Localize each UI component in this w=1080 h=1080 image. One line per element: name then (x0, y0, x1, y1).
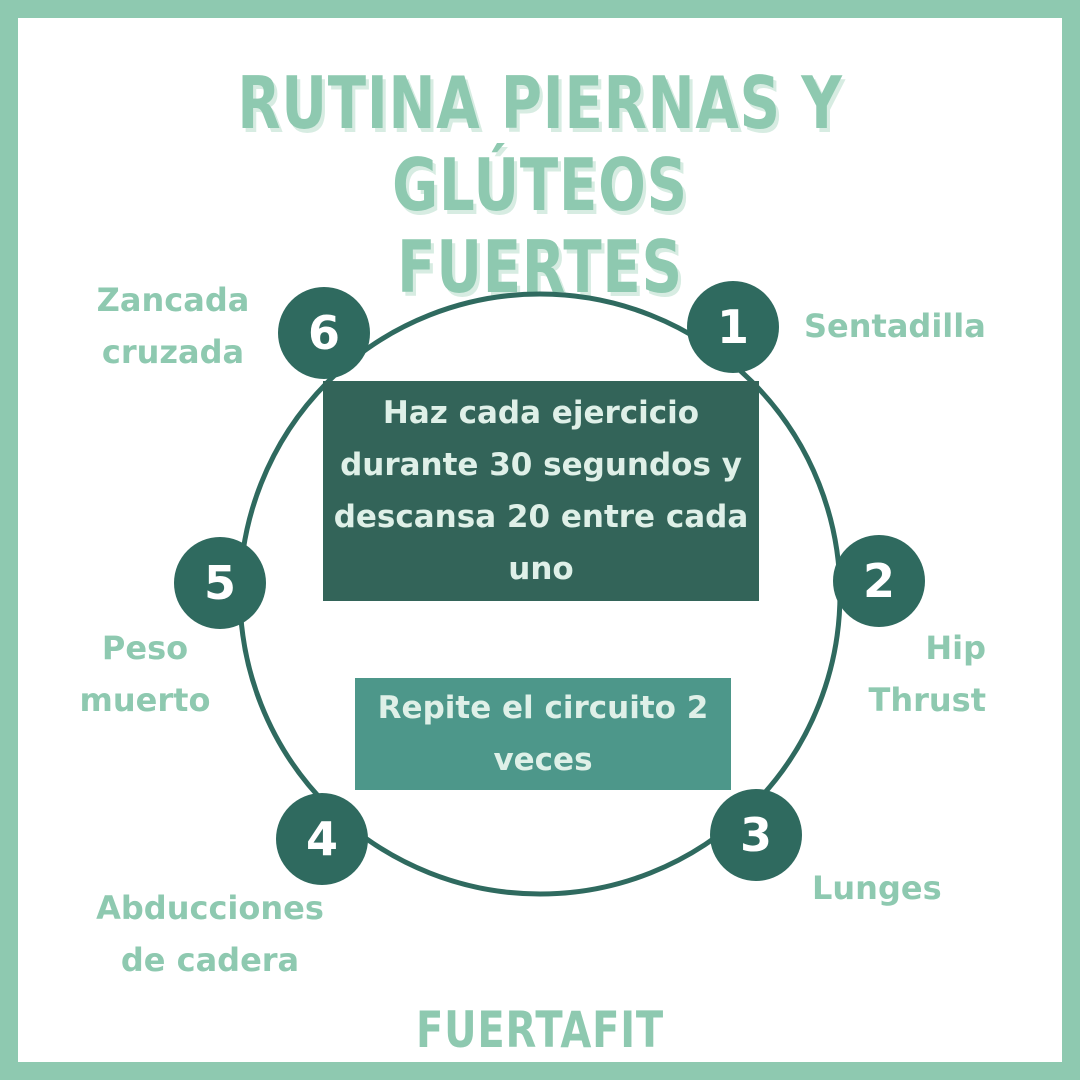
step-5-label-line-2: muerto (79, 681, 211, 719)
step-4-label-line-1: Abducciones (96, 889, 324, 927)
step-2-label-line-2: Thrust (868, 681, 986, 719)
step-6-label-line-1: Zancada (96, 281, 250, 319)
step-5-label: Peso muerto (60, 622, 230, 726)
step-4-number: 4 (305, 812, 338, 866)
step-2-badge: 2 (833, 535, 925, 627)
step-2-label-line-1: Hip (925, 629, 986, 667)
instruction-box: Haz cada ejercicio durante 30 segundos y… (323, 381, 759, 601)
step-4-label-line-2: de cadera (120, 941, 300, 979)
step-6-number: 6 (307, 306, 340, 360)
step-3-number: 3 (739, 808, 772, 862)
step-6-label: Zancada cruzada (78, 274, 268, 378)
repeat-box: Repite el circuito 2 veces (355, 678, 731, 790)
step-5-number: 5 (203, 556, 236, 610)
step-1-number: 1 (716, 300, 749, 354)
brand-logo-text: FUERTAFIT (416, 1001, 664, 1059)
step-5-badge: 5 (174, 537, 266, 629)
step-3-label: Lunges (812, 862, 942, 914)
step-3-badge: 3 (710, 789, 802, 881)
repeat-text: Repite el circuito 2 veces (377, 690, 709, 778)
step-6-label-line-2: cruzada (101, 333, 245, 371)
title-line-1: RUTINA PIERNAS Y GLÚTEOS (237, 61, 843, 227)
step-4-badge: 4 (276, 793, 368, 885)
step-3-label-line-1: Lunges (812, 869, 942, 907)
step-4-label: Abducciones de cadera (80, 882, 340, 986)
page-title: RUTINA PIERNAS Y GLÚTEOS FUERTES (133, 62, 947, 308)
step-2-label: Hip Thrust (868, 622, 986, 726)
step-1-label-line-1: Sentadilla (804, 307, 986, 345)
instruction-text: Haz cada ejercicio durante 30 segundos y… (333, 395, 749, 587)
step-1-label: Sentadilla (804, 300, 986, 352)
step-5-label-line-1: Peso (101, 629, 189, 667)
step-1-badge: 1 (687, 281, 779, 373)
step-6-badge: 6 (278, 287, 370, 379)
step-2-number: 2 (862, 554, 895, 608)
